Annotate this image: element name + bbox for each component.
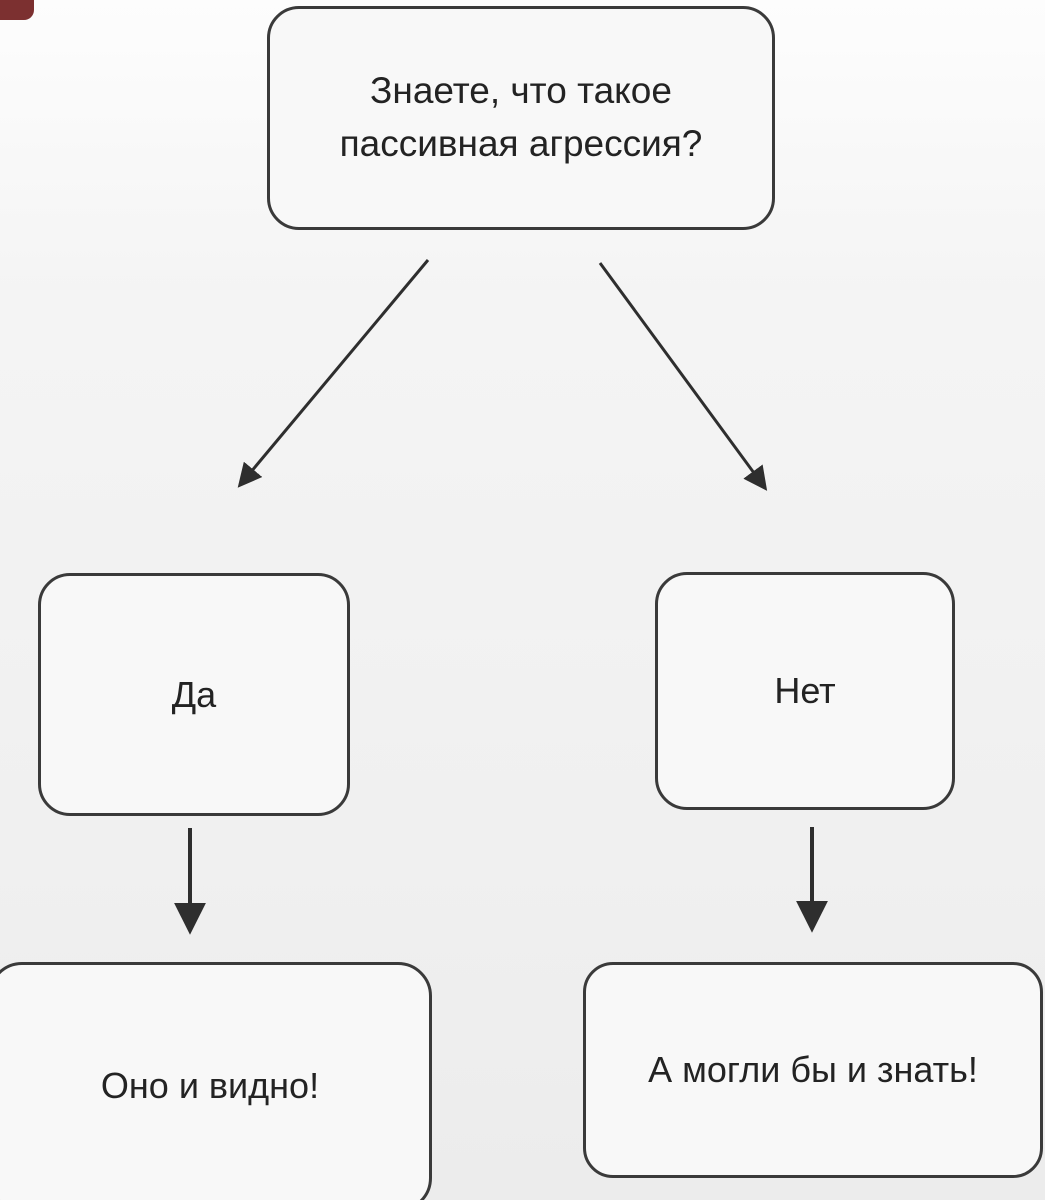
node-no-result-label: А могли бы и знать! (648, 1049, 978, 1090)
node-question: Знаете, что такое пассивная агрессия? (267, 6, 775, 230)
node-no-result: А могли бы и знать! (583, 962, 1043, 1178)
node-yes-label: Да (171, 673, 217, 715)
arrow-question-to-no (598, 262, 768, 491)
node-no: Нет (655, 572, 955, 810)
node-yes-result: Оно и видно! (0, 962, 432, 1200)
arrow-question-to-yes (237, 259, 430, 488)
node-question-label: Знаете, что такое пассивная агрессия? (339, 70, 703, 164)
node-yes-result-label: Оно и видно! (100, 1065, 320, 1106)
corner-artifact (0, 0, 34, 20)
node-yes: Да (38, 573, 350, 816)
node-no-label: Нет (774, 670, 836, 711)
